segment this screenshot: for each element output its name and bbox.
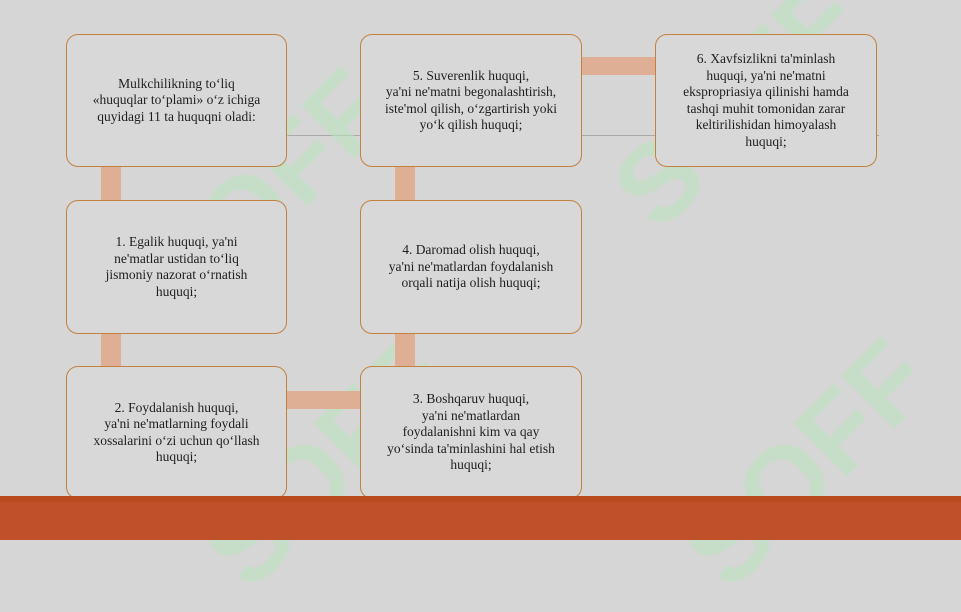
connector [395,165,415,202]
connector [101,332,121,368]
connector [395,332,415,368]
right-1-box: 1. Egalik huquqi, ya'ni ne'matlar ustida… [66,200,287,334]
right-3-box: 3. Boshqaruv huquqi, ya'ni ne'matlardan … [360,366,582,499]
right-5-box: 5. Suverenlik huquqi, ya'ni ne'matni beg… [360,34,582,167]
footer-bar [0,502,961,540]
connector [580,57,657,75]
right-5-text: 5. Suverenlik huquqi, ya'ni ne'matni beg… [385,67,557,133]
right-6-box: 6. Xavfsizlikni ta'minlash huquqi, ya'ni… [655,34,877,167]
connector [101,165,121,202]
watermark: SOFF [659,316,954,611]
right-6-text: 6. Xavfsizlikni ta'minlash huquqi, ya'ni… [683,51,849,149]
intro-box: Mulkchilikning to‘liq «huquqlar to‘plami… [66,34,287,167]
right-4-box: 4. Daromad olish huquqi, ya'ni ne'matlar… [360,200,582,334]
footer-strip [0,496,961,502]
connector [286,391,362,409]
intro-text: Mulkchilikning to‘liq «huquqlar to‘plami… [92,75,261,124]
right-4-text: 4. Daromad olish huquqi, ya'ni ne'matlar… [388,242,554,291]
right-1-text: 1. Egalik huquqi, ya'ni ne'matlar ustida… [105,234,248,299]
right-3-text: 3. Boshqaruv huquqi, ya'ni ne'matlardan … [387,391,555,473]
right-2-text: 2. Foydalanish huquqi, ya'ni ne'matlarni… [93,399,260,465]
right-2-box: 2. Foydalanish huquqi, ya'ni ne'matlarni… [66,366,287,499]
